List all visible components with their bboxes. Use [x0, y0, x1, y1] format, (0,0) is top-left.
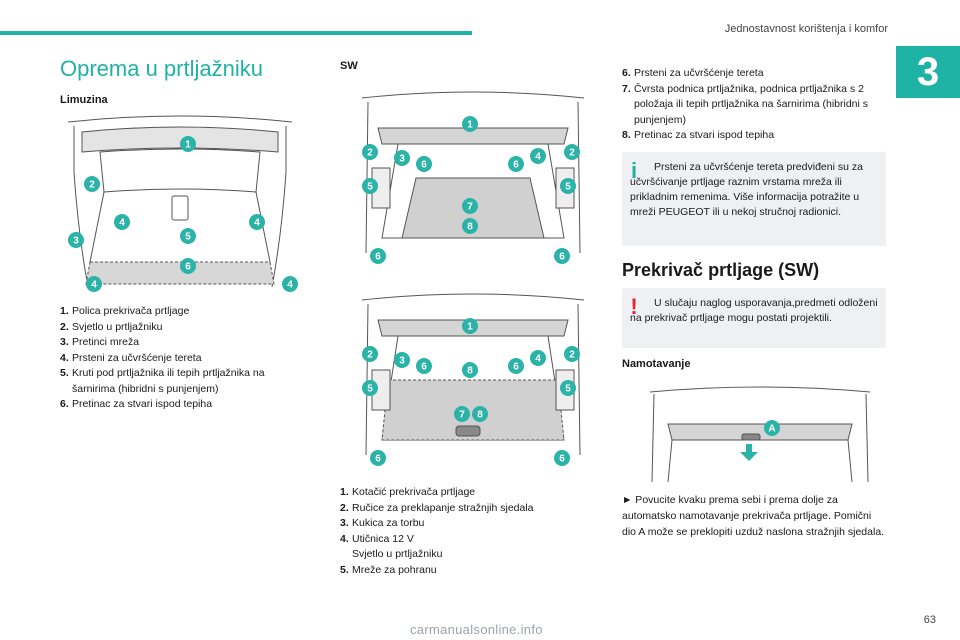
list-item: 3.Pretinci mreža — [60, 336, 140, 348]
callout-6: 6 — [185, 262, 191, 273]
chapter-tab: 3 — [896, 46, 960, 98]
callout-4: 4 — [287, 280, 293, 291]
callout-6: 6 — [421, 362, 427, 373]
page-number: 63 — [923, 614, 936, 626]
callout-5: 5 — [565, 384, 571, 395]
callout-6: 6 — [513, 362, 519, 373]
callout-5: 5 — [565, 182, 571, 193]
instruction-text: ► Povucite kvaku prema sebi i prema dolj… — [622, 494, 885, 538]
callout-2: 2 — [367, 148, 373, 159]
list-item: 1.Kotačić prekrivača prtljage — [340, 486, 476, 498]
list-item: 3.Kukica za torbu — [340, 517, 425, 529]
sw-legend: 1.Kotačić prekrivača prtljage 2.Ručice z… — [340, 485, 600, 578]
callout-2: 2 — [89, 180, 95, 191]
callout-8: 8 — [477, 410, 483, 421]
info-icon: i — [630, 158, 638, 183]
callout-7: 7 — [467, 202, 473, 213]
callout-2: 2 — [367, 350, 373, 361]
sw-legend-continued: 6.Prsteni za učvršćenje tereta 7.Čvrsta … — [622, 66, 886, 144]
callout-2: 2 — [569, 350, 575, 361]
callout-6: 6 — [513, 160, 519, 171]
callout-5: 5 — [185, 232, 191, 243]
callout-4: 4 — [254, 218, 260, 229]
list-item: 2.Svjetlo u prtljažniku — [60, 320, 163, 333]
arrow-down-icon — [740, 444, 758, 461]
list-item: 4.Prsteni za učvršćenje tereta — [60, 351, 202, 364]
callout-6: 6 — [559, 252, 565, 263]
limuzina-legend: 1.Polica prekrivača prtljage 2.Svjetlo u… — [60, 304, 310, 413]
list-item: 4.Utičnica 12 V — [340, 532, 414, 545]
callout-4: 4 — [119, 218, 125, 229]
namotavanje-heading: Namotavanje — [622, 358, 691, 370]
warning-note: ! U slučaju naglog usporavanja,predmeti … — [622, 288, 886, 348]
watermark: carmanualsonline.info — [410, 622, 543, 637]
list-item: 2.Ručice za preklapanje stražnjih sjedal… — [340, 501, 534, 514]
sw-heading: SW — [340, 60, 358, 72]
callout-6: 6 — [559, 454, 565, 465]
callout-1: 1 — [467, 120, 473, 131]
warning-icon: ! — [630, 294, 638, 319]
callout-4: 4 — [535, 354, 541, 365]
sw-trunk-figure-2: 1 2 3 6 8 6 4 2 5 5 7 8 6 6 — [358, 290, 588, 470]
callout-7: 7 — [459, 410, 465, 421]
sw-trunk-figure-1: 1 2 3 6 6 4 2 5 5 7 8 6 6 — [358, 88, 588, 268]
callout-6: 6 — [375, 252, 381, 263]
cover-retract-figure: A — [648, 384, 872, 484]
callout-3: 3 — [73, 236, 79, 247]
list-item: 1.Polica prekrivača prtljage — [60, 305, 190, 317]
callout-4: 4 — [91, 280, 97, 291]
callout-3: 3 — [399, 154, 405, 165]
header-title: Jednostavnost korištenja i komfor — [724, 23, 888, 35]
limuzina-trunk-figure: 1 2 3 4 4 5 6 4 4 — [60, 112, 300, 302]
header-accent-bar — [0, 31, 472, 35]
callout-6: 6 — [421, 160, 427, 171]
callout-3: 3 — [399, 356, 405, 367]
section-title: Prekrivač prtljage (SW) — [622, 260, 820, 280]
callout-5: 5 — [367, 384, 373, 395]
callout-5: 5 — [367, 182, 373, 193]
callout-1: 1 — [185, 140, 191, 151]
list-item: 5.Kruti pod prtljažnika ili tepih prtlja… — [60, 367, 265, 395]
list-item: 6.Pretinac za stvari ispod tepiha — [60, 398, 213, 410]
limuzina-heading: Limuzina — [60, 94, 108, 106]
callout-a: A — [768, 424, 775, 435]
callout-4: 4 — [535, 152, 541, 163]
callout-1: 1 — [467, 322, 473, 333]
list-item: Svjetlo u prtljažniku — [352, 548, 443, 560]
list-item: 6.Prsteni za učvršćenje tereta — [622, 67, 764, 79]
callout-8: 8 — [467, 366, 473, 377]
list-item: 8.Pretinac za stvari ispod tepiha — [622, 129, 775, 141]
info-note: i Prsteni za učvršćenje tereta predviđen… — [622, 152, 886, 246]
callout-6: 6 — [375, 454, 381, 465]
callout-8: 8 — [467, 222, 473, 233]
list-item: 7.Čvrsta podnica prtljažnika, podnica pr… — [622, 82, 869, 126]
list-item: 5.Mreže za pohranu — [340, 563, 437, 576]
page-title: Oprema u prtljažniku — [60, 56, 263, 81]
callout-2: 2 — [569, 148, 575, 159]
